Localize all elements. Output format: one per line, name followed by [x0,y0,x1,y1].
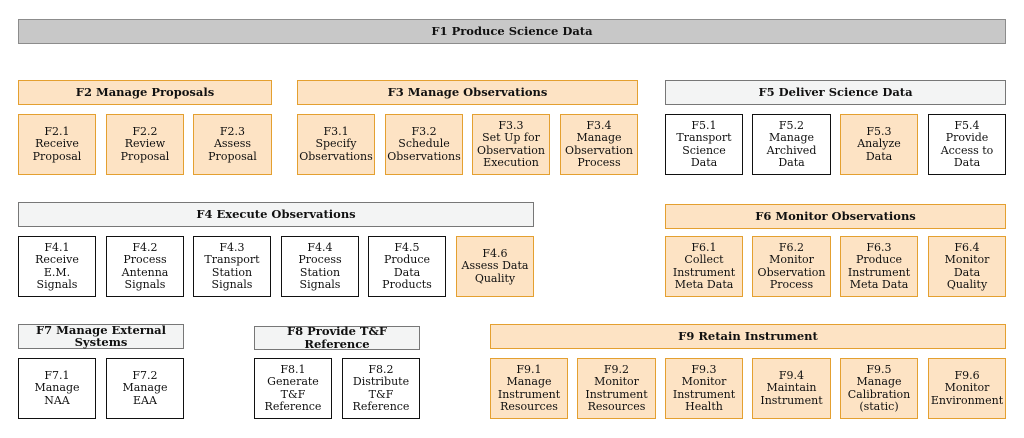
f9-3-monitor-instrument-health: F9.3 Monitor Instrument Health [665,358,743,419]
f9-6-monitor-environment: F9.6 Monitor Environment [928,358,1006,419]
f4-3-transport-station-signals: F4.3 Transport Station Signals [193,236,271,297]
f8-2-distribute-tf-reference: F8.2 Distribute T&F Reference [342,358,420,419]
f9-label: F9 Retain Instrument [678,329,818,344]
f2-3-assess-proposal: F2.3 Assess Proposal [193,114,272,175]
f4-1-receive-em-signals: F4.1 Receive E.M. Signals [18,236,96,297]
f2-manage-proposals: F2 Manage Proposals [18,80,272,105]
f4-execute-observations: F4 Execute Observations [18,202,534,227]
f5-4-provide-access-to-data: F5.4 Provide Access to Data [928,114,1006,175]
f9-4-maintain-instrument: F9.4 Maintain Instrument [752,358,831,419]
f8-provide-tf-reference: F8 Provide T&F Reference [254,324,420,351]
f5-deliver-science-data: F5 Deliver Science Data [665,80,1006,105]
f7-manage-external-systems: F7 Manage External Systems [18,324,184,349]
f8-1-generate-tf-reference: F8.1 Generate T&F Reference [254,358,332,419]
f5-1-transport-science-data: F5.1 Transport Science Data [665,114,743,175]
f1-label: F1 Produce Science Data [431,24,593,39]
f6-4-monitor-data-quality: F6.4 Monitor Data Quality [928,236,1006,297]
f3-4-manage-observation-process: F3.4 Manage Observation Process [560,114,638,175]
f9-retain-instrument: F9 Retain Instrument [490,324,1006,349]
f3-1-specify-observations: F3.1 Specify Observations [297,114,375,175]
f6-monitor-observations: F6 Monitor Observations [665,204,1006,229]
f2-2-review-proposal: F2.2 Review Proposal [106,114,184,175]
f4-4-process-station-signals: F4.4 Process Station Signals [281,236,359,297]
f4-6-assess-data-quality: F4.6 Assess Data Quality [456,236,534,297]
f5-2-manage-archived-data: F5.2 Manage Archived Data [752,114,831,175]
f4-label: F4 Execute Observations [196,207,356,222]
f3-manage-observations: F3 Manage Observations [297,80,638,105]
f6-2-monitor-observation-process: F6.2 Monitor Observation Process [752,236,831,297]
f7-1-manage-naa: F7.1 Manage NAA [18,358,96,419]
f3-3-set-up-observation-execution: F3.3 Set Up for Observation Execution [472,114,550,175]
f2-1-receive-proposal: F2.1 Receive Proposal [18,114,96,175]
f6-1-collect-instrument-meta-data: F6.1 Collect Instrument Meta Data [665,236,743,297]
f2-label: F2 Manage Proposals [75,85,215,100]
f4-5-produce-data-products: F4.5 Produce Data Products [368,236,446,297]
f3-2-schedule-observations: F3.2 Schedule Observations [385,114,463,175]
f9-1-manage-instrument-resources: F9.1 Manage Instrument Resources [490,358,568,419]
f7-2-manage-eaa: F7.2 Manage EAA [106,358,184,419]
f9-5-manage-calibration-static: F9.5 Manage Calibration (static) [840,358,918,419]
f6-label: F6 Monitor Observations [755,209,916,224]
f5-3-analyze-data: F5.3 Analyze Data [840,114,918,175]
f1-produce-science-data: F1 Produce Science Data [18,19,1006,44]
f5-label: F5 Deliver Science Data [758,85,913,100]
f6-3-produce-instrument-meta-data: F6.3 Produce Instrument Meta Data [840,236,918,297]
f8-label: F8 Provide T&F Reference [286,324,388,351]
f3-label: F3 Manage Observations [387,85,548,100]
f7-label: F7 Manage External Systems [35,323,166,349]
f4-2-process-antenna-signals: F4.2 Process Antenna Signals [106,236,184,297]
f9-2-monitor-instrument-resources: F9.2 Monitor Instrument Resources [577,358,656,419]
